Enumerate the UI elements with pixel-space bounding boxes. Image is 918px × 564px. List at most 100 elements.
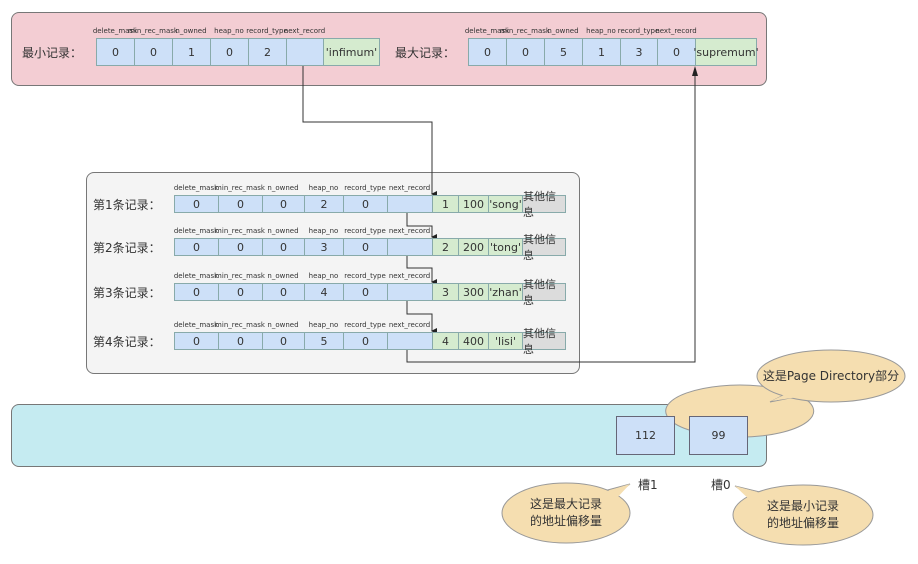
field-cell-min_rec_mask: 0 bbox=[218, 195, 263, 213]
arrow-record2-to-record3 bbox=[406, 247, 437, 285]
field-header-record_type: record_type bbox=[617, 27, 660, 35]
record-col1: 1 bbox=[432, 195, 459, 213]
field-cell-next_record bbox=[387, 238, 433, 256]
field-cell-record_type: 3 bbox=[620, 38, 658, 66]
field-header-heap_no: heap_no bbox=[586, 27, 616, 35]
arrow-record4-to-supremum bbox=[406, 70, 696, 363]
record-other-info: 其他信息 bbox=[522, 233, 566, 262]
supremum-data-cell: 'supremum' bbox=[693, 38, 759, 66]
field-cell-heap_no: 5 bbox=[304, 332, 344, 350]
field-header-next_record: next_record bbox=[388, 184, 431, 192]
field-header-n_owned: n_owned bbox=[267, 321, 299, 329]
field-header-delete_mask: delete_mask bbox=[173, 272, 219, 280]
field-header-min_rec_mask: min_rec_mask bbox=[500, 27, 550, 35]
field-header-delete_mask: delete_mask bbox=[173, 227, 219, 235]
record-label: 最大记录： bbox=[395, 46, 456, 60]
field-header-n_owned: n_owned bbox=[267, 272, 299, 280]
field-header-heap_no: heap_no bbox=[214, 27, 244, 35]
field-cell-n_owned: 0 bbox=[262, 283, 305, 301]
slot-label: 槽0 bbox=[711, 478, 731, 492]
field-header-min_rec_mask: min_rec_mask bbox=[215, 227, 265, 235]
field-header-min_rec_mask: min_rec_mask bbox=[215, 184, 265, 192]
callout-directory-text: 这是Page Directory部分 bbox=[762, 369, 900, 383]
record-col3: 'tong' bbox=[488, 238, 523, 256]
field-cell-record_type: 0 bbox=[343, 332, 388, 350]
field-cell-record_type: 0 bbox=[343, 195, 388, 213]
record-other-info: 其他信息 bbox=[522, 278, 566, 307]
field-header-n_owned: n_owned bbox=[547, 27, 579, 35]
field-cell-delete_mask: 0 bbox=[174, 195, 219, 213]
record-label: 第4条记录： bbox=[93, 335, 161, 349]
field-cell-n_owned: 0 bbox=[262, 195, 305, 213]
field-header-delete_mask: delete_mask bbox=[92, 27, 138, 35]
record-col1: 3 bbox=[432, 283, 459, 301]
field-cell-n_owned: 0 bbox=[262, 238, 305, 256]
record-col1: 4 bbox=[432, 332, 459, 350]
field-header-record_type: record_type bbox=[344, 321, 386, 329]
field-cell-record_type: 2 bbox=[248, 38, 287, 66]
field-header-n_owned: n_owned bbox=[267, 184, 299, 192]
field-cell-min_rec_mask: 0 bbox=[218, 238, 263, 256]
field-cell-heap_no: 1 bbox=[582, 38, 621, 66]
record-col3: 'zhan' bbox=[488, 283, 523, 301]
field-header-delete_mask: delete_mask bbox=[173, 321, 219, 329]
record-label: 第2条记录： bbox=[93, 241, 161, 255]
field-cell-delete_mask: 0 bbox=[468, 38, 507, 66]
field-header-record_type: record_type bbox=[344, 227, 386, 235]
field-cell-delete_mask: 0 bbox=[174, 238, 219, 256]
record-col1: 2 bbox=[432, 238, 459, 256]
record-label: 第1条记录： bbox=[93, 198, 161, 212]
field-cell-next_record bbox=[387, 195, 433, 213]
field-cell-n_owned: 5 bbox=[544, 38, 583, 66]
field-header-record_type: record_type bbox=[246, 27, 288, 35]
arrow-record1-to-record2 bbox=[406, 204, 437, 240]
record-other-info: 其他信息 bbox=[522, 327, 566, 356]
field-header-n_owned: n_owned bbox=[267, 227, 299, 235]
slot-label: 槽1 bbox=[638, 478, 658, 492]
field-header-min_rec_mask: min_rec_mask bbox=[215, 321, 265, 329]
field-cell-delete_mask: 0 bbox=[96, 38, 135, 66]
field-cell-min_rec_mask: 0 bbox=[218, 332, 263, 350]
field-cell-min_rec_mask: 0 bbox=[506, 38, 545, 66]
field-cell-heap_no: 0 bbox=[210, 38, 249, 66]
record-label: 第3条记录： bbox=[93, 286, 161, 300]
field-cell-min_rec_mask: 0 bbox=[218, 283, 263, 301]
field-cell-delete_mask: 0 bbox=[174, 283, 219, 301]
directory-slot: 112 bbox=[616, 416, 675, 455]
infimum-data-cell: 'infimum' bbox=[323, 38, 380, 66]
field-cell-record_type: 0 bbox=[343, 238, 388, 256]
field-header-next_record: next_record bbox=[655, 27, 697, 35]
field-cell-n_owned: 1 bbox=[172, 38, 211, 66]
field-header-heap_no: heap_no bbox=[308, 272, 339, 280]
directory-slot: 99 bbox=[689, 416, 748, 455]
record-col2: 300 bbox=[458, 283, 489, 301]
field-cell-heap_no: 2 bbox=[304, 195, 344, 213]
record-col2: 100 bbox=[458, 195, 489, 213]
field-cell-delete_mask: 0 bbox=[174, 332, 219, 350]
field-header-heap_no: heap_no bbox=[308, 227, 339, 235]
callout-max-text: 这是最大记录 的地址偏移量 bbox=[529, 497, 602, 528]
field-cell-next_record bbox=[286, 38, 324, 66]
field-header-min_rec_mask: min_rec_mask bbox=[215, 272, 265, 280]
field-cell-min_rec_mask: 0 bbox=[134, 38, 173, 66]
record-col2: 200 bbox=[458, 238, 489, 256]
field-header-next_record: next_record bbox=[388, 272, 431, 280]
field-header-next_record: next_record bbox=[283, 27, 326, 35]
field-header-delete_mask: delete_mask bbox=[173, 184, 219, 192]
arrow-record3-to-record4 bbox=[406, 292, 437, 334]
field-cell-heap_no: 4 bbox=[304, 283, 344, 301]
record-label: 最小记录： bbox=[22, 46, 83, 60]
field-header-record_type: record_type bbox=[344, 272, 386, 280]
field-header-min_rec_mask: min_rec_mask bbox=[128, 27, 178, 35]
field-cell-next_record: 0 bbox=[657, 38, 696, 66]
field-header-next_record: next_record bbox=[388, 321, 431, 329]
field-cell-next_record bbox=[387, 283, 433, 301]
record-other-info: 其他信息 bbox=[522, 190, 566, 219]
field-header-n_owned: n_owned bbox=[175, 27, 207, 35]
field-header-next_record: next_record bbox=[388, 227, 431, 235]
field-cell-record_type: 0 bbox=[343, 283, 388, 301]
field-header-heap_no: heap_no bbox=[308, 321, 339, 329]
field-cell-n_owned: 0 bbox=[262, 332, 305, 350]
field-cell-heap_no: 3 bbox=[304, 238, 344, 256]
